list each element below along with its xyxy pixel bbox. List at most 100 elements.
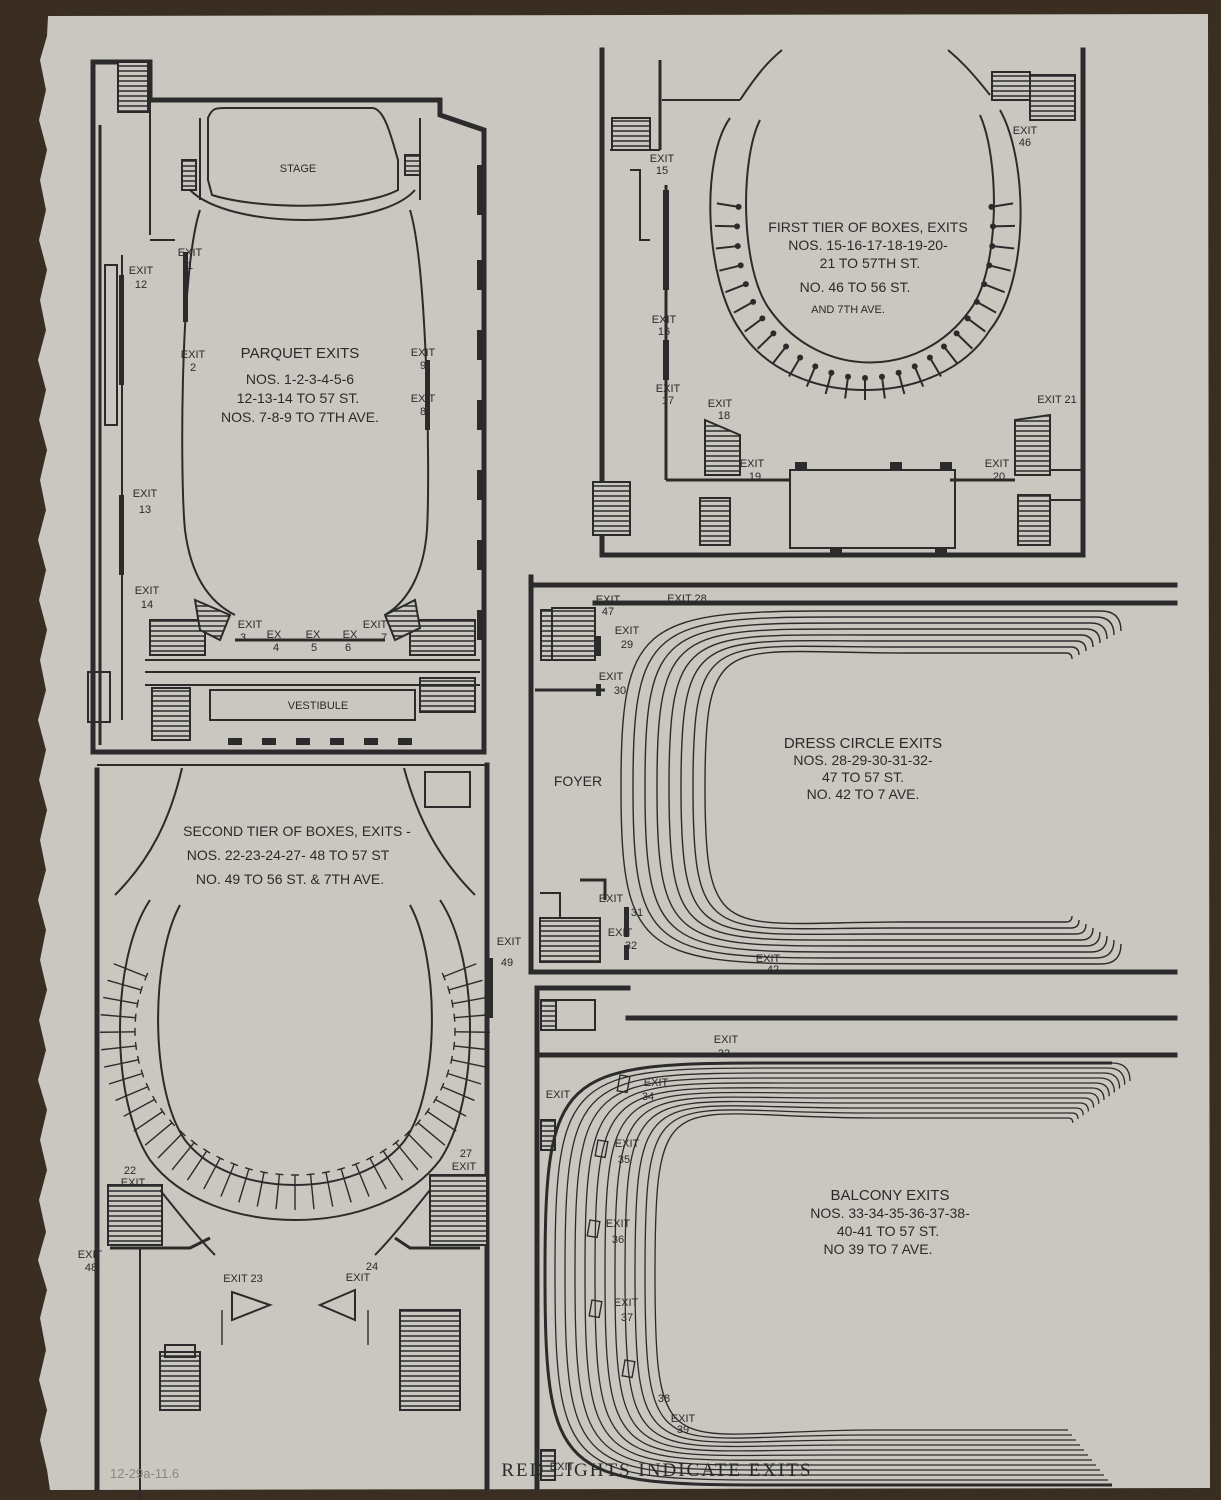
box-partition-cap	[203, 1148, 211, 1154]
seating-row	[614, 1096, 1084, 1452]
row-end-curve	[1079, 1102, 1090, 1112]
row-end-curve	[1067, 1117, 1074, 1123]
box-partition-cap	[321, 1170, 331, 1174]
box-partition	[417, 1122, 446, 1146]
exit-40-label: EXIT	[546, 1089, 571, 1101]
box-light-marker	[750, 298, 757, 305]
second-tier-title: SECOND TIER OF BOXES, EXITS -	[183, 823, 411, 839]
exit-41-label: EXIT	[550, 1461, 575, 1473]
box-partition-cap	[190, 1139, 198, 1146]
row-end-curve	[1100, 943, 1122, 965]
box-partition	[992, 245, 1015, 250]
seating-row	[644, 622, 1091, 953]
box-partition	[771, 345, 787, 365]
balcony-line3: NO 39 TO 7 AVE.	[824, 1241, 933, 1257]
row-end-curve	[1085, 931, 1101, 947]
box-partition	[452, 996, 487, 1005]
box-partition-cap	[134, 1013, 137, 1022]
box-partition	[340, 1168, 352, 1203]
box-partition	[369, 1157, 387, 1190]
row-end-curve	[1095, 616, 1115, 636]
foyer-label: FOYER	[554, 773, 602, 789]
box-partition-cap	[145, 1082, 150, 1091]
first-tier-line2: 21 TO 57TH ST.	[820, 255, 921, 271]
seating-row	[624, 1100, 1080, 1448]
first-tier-line1: NOS. 15-16-17-18-19-20-	[788, 237, 948, 253]
box-partition	[725, 283, 747, 294]
stage-label: STAGE	[280, 163, 316, 175]
box-partition-cap	[366, 1155, 374, 1161]
box-partition	[448, 979, 483, 991]
parquet-exits-line1: NOS. 1-2-3-4-5-6	[246, 371, 354, 387]
box-partition	[454, 1014, 490, 1019]
row-end-curve	[1107, 1067, 1126, 1085]
parquet-exits-line3: NOS. 7-8-9 TO 7TH AVE.	[221, 409, 379, 425]
exit-21-label: EXIT 21	[1037, 394, 1077, 406]
row-end-curve	[1080, 927, 1094, 941]
row-end-curve	[1083, 1097, 1095, 1108]
box-partition-cap	[379, 1148, 387, 1154]
box-partition-cap	[432, 1095, 438, 1104]
box-partition	[107, 979, 142, 991]
row-end-curve	[1065, 652, 1073, 660]
parquet-exits-title: PARQUET EXITS	[241, 345, 360, 362]
row-end-curve	[1091, 1087, 1105, 1101]
footer-caption: RED LIGHTS INDICATE EXITS	[501, 1460, 812, 1481]
balcony-line2: 40-41 TO 57 ST.	[837, 1223, 939, 1239]
box-partition	[220, 1163, 235, 1197]
row-end-curve	[1090, 622, 1108, 640]
box-partition-cap	[140, 1069, 145, 1078]
exit-door-marker	[621, 1359, 636, 1379]
box-light-marker	[989, 243, 996, 250]
box-partition	[453, 1045, 489, 1051]
box-partition	[913, 366, 925, 388]
box-light-marker	[783, 343, 790, 350]
box-partition-cap	[179, 1129, 186, 1137]
box-partition	[943, 345, 959, 365]
box-light-marker	[911, 363, 918, 370]
box-partition	[955, 332, 974, 350]
exit-door-marker	[588, 1299, 603, 1319]
seating-row	[584, 1082, 1096, 1466]
seating-row	[654, 1113, 1068, 1435]
box-light-marker	[988, 203, 995, 210]
row-end-curve	[1087, 1092, 1100, 1104]
dress-circle-line1: NOS. 28-29-30-31-32-	[793, 752, 933, 768]
exit-door-marker	[586, 1219, 601, 1239]
box-partition	[382, 1150, 404, 1181]
seating-row	[704, 650, 1066, 925]
row-end-curve	[1070, 646, 1080, 656]
box-partition	[108, 1072, 143, 1085]
box-partition	[744, 317, 763, 333]
box-partition	[897, 372, 906, 395]
box-partition-cap	[392, 1139, 400, 1146]
row-end-curve	[1075, 923, 1087, 935]
pencil-accession-note: 12-29a-11.6	[110, 1466, 179, 1481]
box-partition-cap	[452, 1041, 456, 1050]
row-end-curve	[1075, 1107, 1084, 1116]
box-partition-cap	[259, 1170, 269, 1174]
box-partition	[443, 963, 477, 978]
row-end-curve	[1100, 610, 1122, 632]
vestibule-label: VESTIBULE	[288, 700, 349, 712]
seating-row	[632, 616, 1096, 959]
box-partition-cap	[159, 1107, 166, 1116]
box-light-marker	[812, 363, 819, 370]
balcony-plan: BALCONY EXITS NOS. 33-34-35-36-37-38- 40…	[534, 985, 1178, 1491]
box-partition	[844, 376, 850, 399]
balcony-line1: NOS. 33-34-35-36-37-38-	[810, 1205, 970, 1221]
box-partition-cap	[136, 999, 140, 1008]
box-partition-cap	[144, 972, 149, 981]
box-light-marker	[759, 315, 766, 322]
